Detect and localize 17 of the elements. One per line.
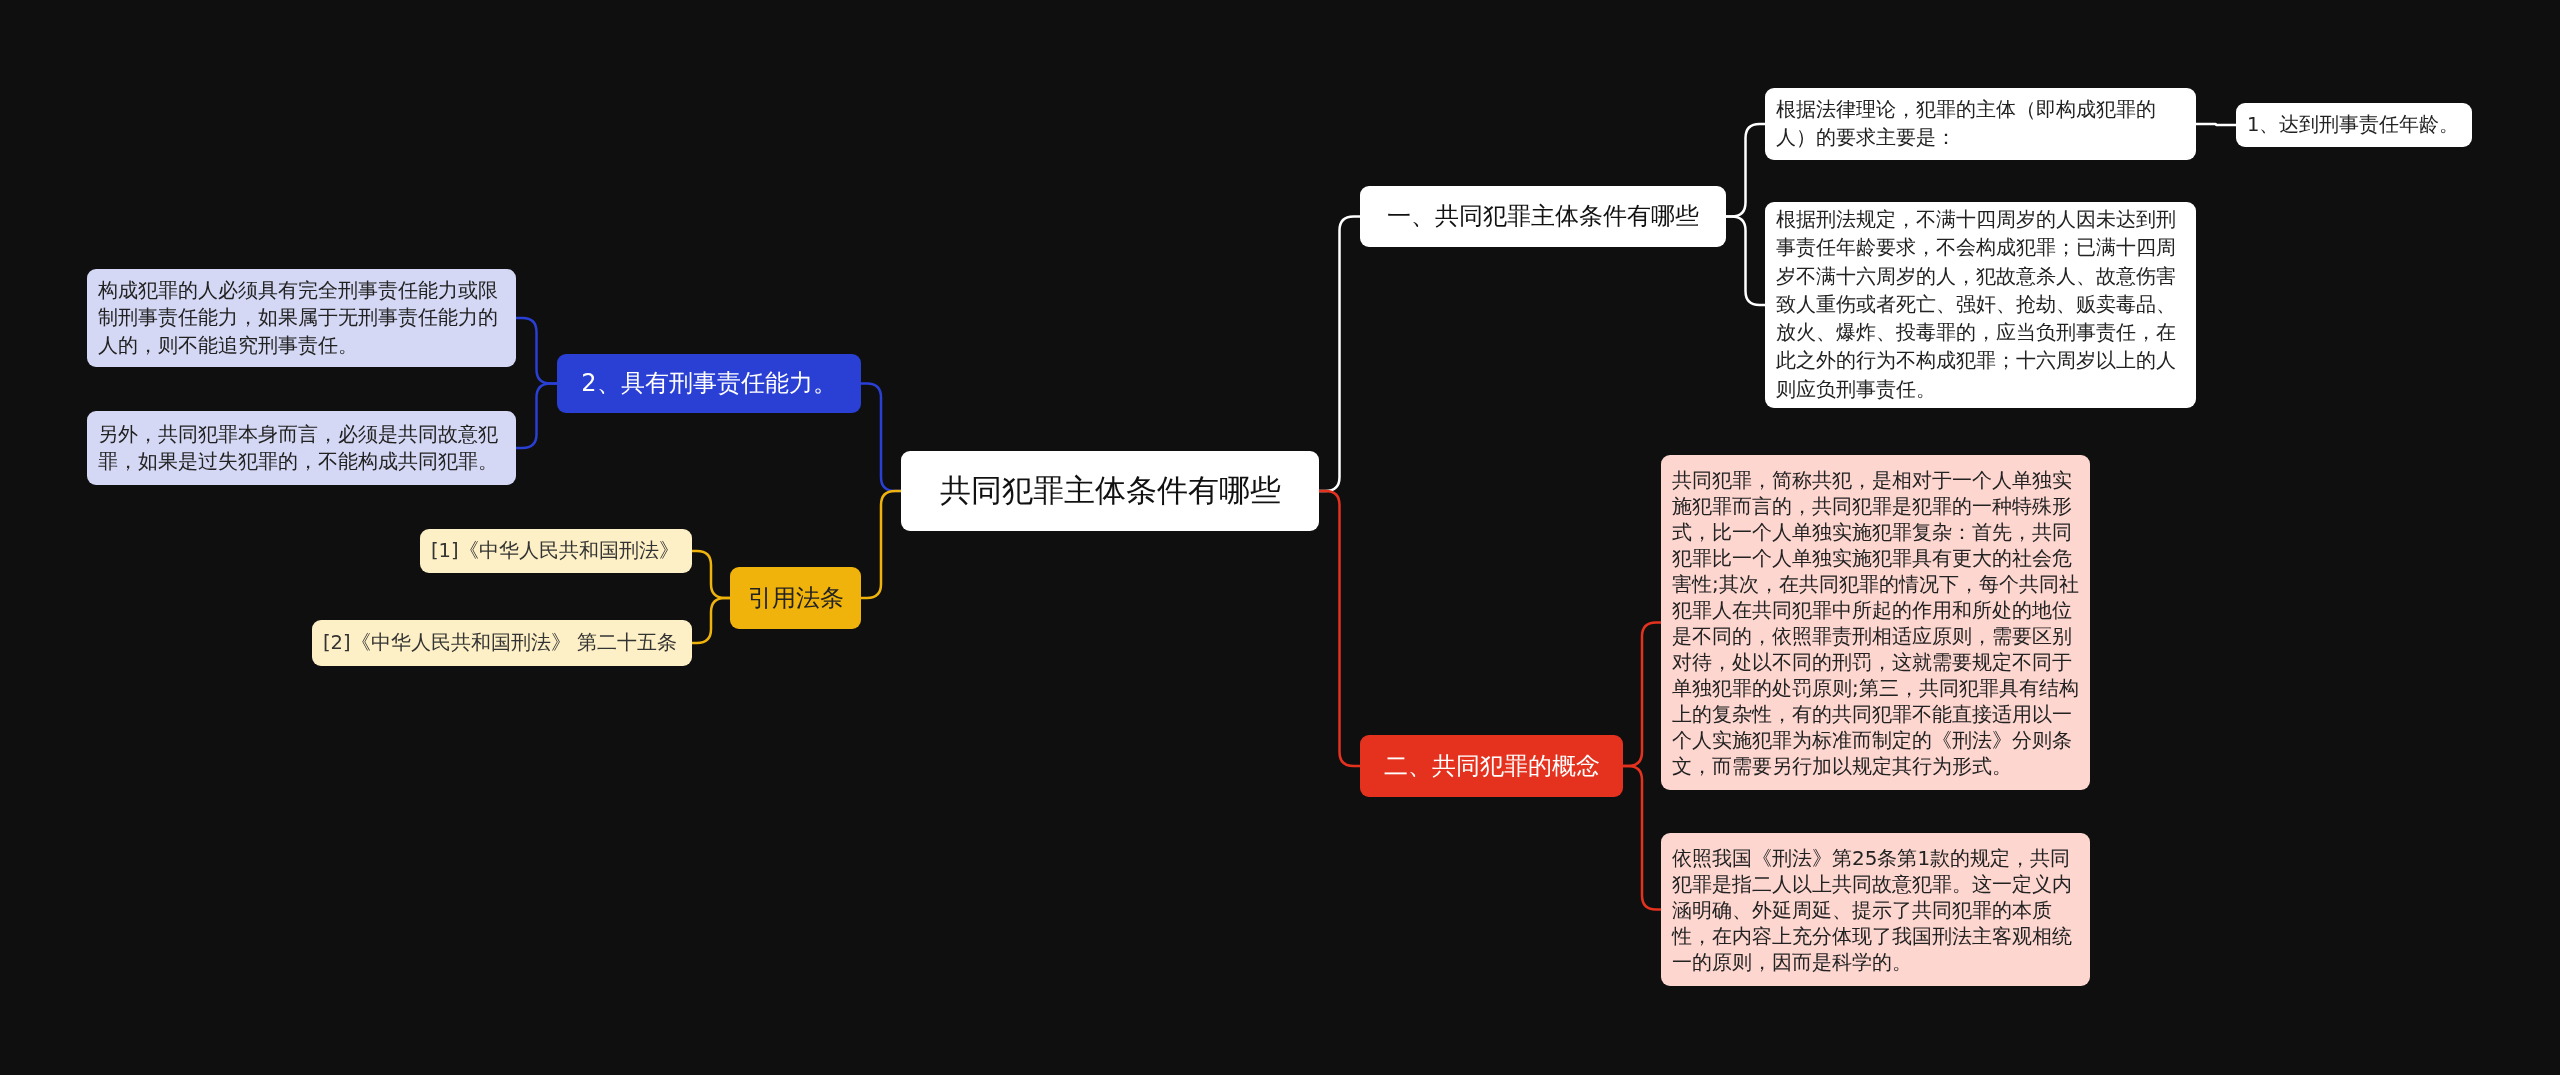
note-box: 依照我国《刑法》第25条第1款的规定，共同犯罪是指二人以上共同故意犯罪。这一定义内涵明确、外延周延、提示了共同犯罪的本质性，在内容上充分体现了我国刑法主客观相统一的原则，因而是科学的。 [1661, 833, 2090, 986]
connector-line [516, 382, 557, 450]
note-box: 1、达到刑事责任年龄。 [2236, 103, 2472, 147]
connector-line [2196, 122, 2236, 127]
note-box: 根据刑法规定，不满十四周岁的人因未达到刑事责任年龄要求，不会构成犯罪；已满十四周岁不满十六周岁的人，犯故意杀人、故意伤害致人重伤或者死亡、强奸、抢劫、贩卖毒品、放火、爆炸、投毒罪的，应当负刑事责任，在此之外的行为不构成犯罪；十六周岁以上的人则应负刑事责任。 [1765, 202, 2196, 408]
central-topic-box: 共同犯罪主体条件有哪些 [901, 451, 1319, 531]
note-box: [2]《中华人民共和国刑法》 第二十五条 [312, 620, 692, 666]
note-box: [1]《中华人民共和国刑法》 [420, 529, 692, 573]
topic-box: 2、具有刑事责任能力。 [557, 354, 861, 413]
note-box: 另外，共同犯罪本身而言，必须是共同故意犯罪，如果是过失犯罪的，不能构成共同犯罪。 [87, 411, 516, 485]
note-box: 根据法律理论，犯罪的主体（即构成犯罪的人）的要求主要是： [1765, 88, 2196, 160]
topic-box: 二、共同犯罪的概念 [1360, 735, 1623, 797]
topic-box: 引用法条 [730, 567, 861, 629]
note-box: 共同犯罪，简称共犯，是相对于一个人单独实施犯罪而言的，共同犯罪是犯罪的一种特殊形式，比一个人单独实施犯罪复杂：首先，共同犯罪比一个人单独实施犯罪具有更大的社会危害性;其次，在共同犯罪的情况下，每个共同社犯罪人在共同犯罪中所起的作用和所处的地位是不同的，依照罪责刑相适应原则，需要区别对待，处以不同的刑罚，这就需要规定不同于单独犯罪的处罚原则;第三，共同犯罪具有结构上的复杂性，有的共同犯罪不能直接适用以一个人实施犯罪为标准而制定的《刑法》分则条文，而需要另行加以规定其行为形式。 [1661, 455, 2090, 790]
topic-box: 一、共同犯罪主体条件有哪些 [1360, 186, 1726, 247]
note-box: 构成犯罪的人必须具有完全刑事责任能力或限制刑事责任能力，如果属于无刑事责任能力的人的，则不能追究刑事责任。 [87, 269, 516, 367]
connector-line [692, 596, 730, 645]
